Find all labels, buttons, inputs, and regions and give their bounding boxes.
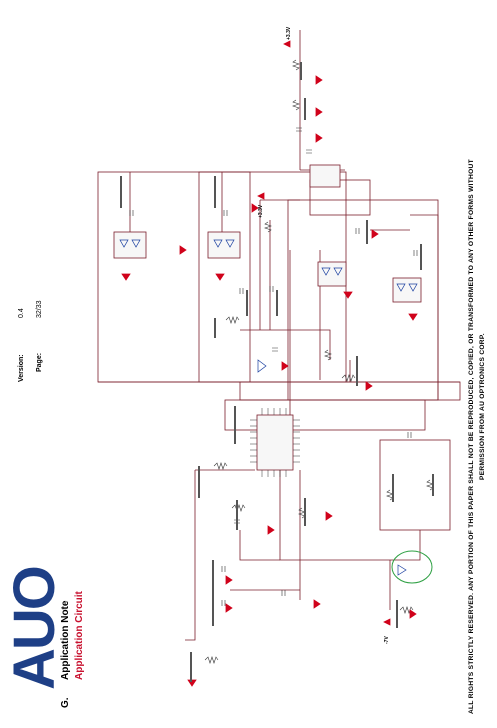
ground-symbols bbox=[121, 75, 418, 687]
mosfet-pair-3 bbox=[317, 261, 347, 287]
ic-block-small bbox=[309, 164, 341, 188]
mosfet-pair-2 bbox=[207, 231, 241, 259]
highlight-circle bbox=[391, 550, 433, 584]
transistor-symbols bbox=[119, 239, 418, 576]
supply-label-3v3-mid: +3.3V bbox=[258, 204, 264, 218]
supply-arrows bbox=[257, 40, 391, 626]
controller-ic bbox=[256, 414, 294, 471]
footer-copyright-line1: ALL RIGHTS STRICTLY RESERVED. ANY PORTIO… bbox=[468, 159, 475, 714]
mosfet-pair-1 bbox=[113, 231, 147, 259]
ic-blocks bbox=[113, 164, 422, 471]
controller-ic-pins bbox=[250, 408, 300, 477]
supply-label-neg7v: -7V bbox=[384, 636, 390, 644]
mosfet-pair-4 bbox=[392, 277, 422, 303]
supply-label-3v3-top: +3.3V bbox=[286, 26, 292, 40]
component-label-marks bbox=[120, 62, 434, 682]
schematic-wires bbox=[97, 30, 461, 641]
footer-copyright-line2: PERMISSION FROM AU OPTRONICS CORP. bbox=[479, 333, 486, 480]
passive-components bbox=[129, 59, 434, 664]
